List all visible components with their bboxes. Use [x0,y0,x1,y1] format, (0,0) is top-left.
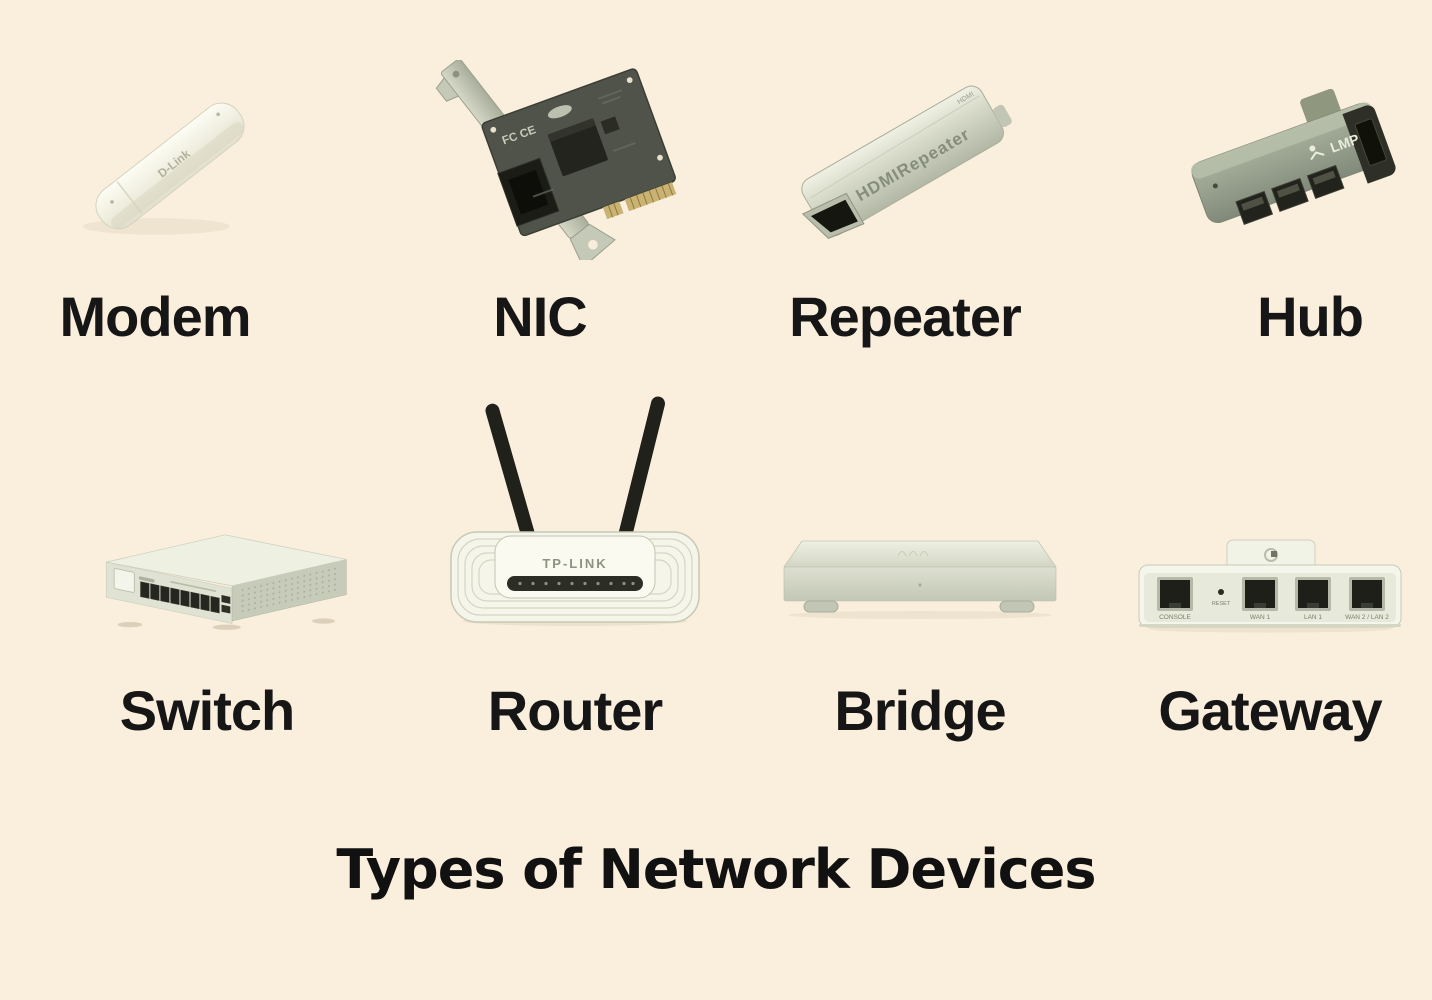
repeater-side-tab [993,104,1012,127]
router-body: TP-LINK [450,531,700,623]
gateway-ports [1157,576,1385,611]
device-card-nic: FC CE NIC [390,45,690,345]
switch-vents [239,564,340,616]
hub-label: Hub [1257,285,1364,348]
device-card-modem: D-Link Modem [30,55,280,345]
device-card-router: TP-LINK Router [430,390,720,739]
gateway-console-label: CONSOLE [1159,614,1191,621]
modem-figure: D-Link [30,55,280,275]
gateway-wan2-label: WAN 2 / LAN 2 [1345,614,1389,621]
router-brand-text: TP-LINK [542,556,607,571]
modem-label: Modem [59,285,252,348]
bridge-top-face [783,540,1057,567]
nic-edge-connector [602,182,677,220]
device-card-bridge: Bridge [770,492,1070,739]
switch-label-square [113,568,135,593]
switch-sfp-ports [221,594,231,614]
router-figure: TP-LINK [430,390,720,677]
device-card-hub: LMP Hub [1160,50,1432,345]
switch-top-face [106,534,347,587]
switch-illustration [105,534,347,630]
device-card-switch: Switch [57,492,357,739]
device-card-repeater: HDMIRepeater HDMI Repeater [755,50,1055,345]
bridge-shadow [788,610,1052,619]
gateway-bottom-edge [1139,623,1401,627]
nic-pcb: FC CE [481,68,677,237]
gateway-label: Gateway [1158,679,1382,742]
bridge-feet [803,600,1035,612]
router-leds [518,581,635,586]
switch-ethernet-ports [140,581,220,614]
router-label: Router [487,679,663,742]
modem-illustration: D-Link [82,102,245,235]
router-illustration: TP-LINK [450,396,700,626]
gateway-port-labels: CONSOLE RESET WAN 1 LAN 1 WAN 2 / LAN 2 [1159,601,1389,621]
repeater-body: HDMIRepeater HDMI [801,85,1012,239]
gateway-reset-label: RESET [1212,601,1231,607]
switch-feet [117,618,335,630]
gateway-wan1-label: WAN 1 [1250,614,1271,621]
gateway-lan1-label: LAN 1 [1304,614,1322,621]
router-led-strip [507,576,643,591]
nic-illustration: FC CE [435,60,677,260]
repeater-label: Repeater [789,285,1022,348]
page-title: Types of Network Devices [336,838,1096,901]
hub-figure: LMP [1160,50,1432,275]
hub-usb-ports [1235,164,1345,225]
bridge-logo-mark [897,550,929,556]
router-antennas [485,396,666,557]
hub-body: LMP [1191,88,1396,225]
modem-body: D-Link [95,102,245,230]
hub-logo-mark [1309,145,1325,161]
nic-crystal [547,105,572,119]
repeater-illustration: HDMIRepeater HDMI [801,85,1012,239]
nic-label: NIC [493,285,587,348]
switch-label: Switch [119,679,295,742]
gateway-illustration: CONSOLE RESET WAN 1 LAN 1 WAN 2 / LAN 2 [1138,539,1402,632]
nic-figure: FC CE [390,45,690,275]
gateway-figure: CONSOLE RESET WAN 1 LAN 1 WAN 2 / LAN 2 [1120,492,1420,677]
bridge-label: Bridge [834,679,1006,742]
switch-front-face [105,561,233,624]
bridge-illustration [783,540,1057,619]
repeater-hdmi-port [801,192,865,239]
bridge-figure [770,492,1070,677]
gateway-reset-hole [1218,588,1224,595]
switch-figure [57,492,357,677]
hub-illustration: LMP [1191,88,1396,225]
repeater-figure: HDMIRepeater HDMI [755,50,1055,275]
device-card-gateway: CONSOLE RESET WAN 1 LAN 1 WAN 2 / LAN 2 … [1120,492,1420,739]
